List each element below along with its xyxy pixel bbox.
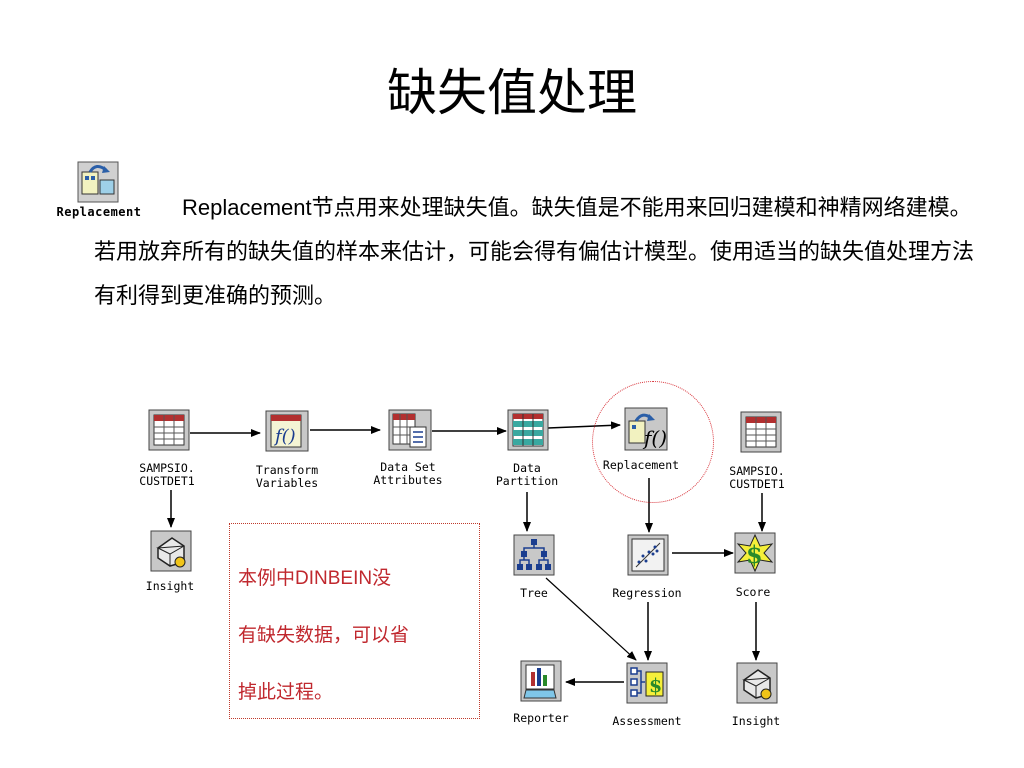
node-label-partition: Data Partition [495, 461, 559, 488]
node-score[interactable]: $ [734, 532, 776, 574]
node-label-score: Score [735, 585, 771, 599]
node-replacement[interactable]: f() [624, 407, 668, 451]
function-icon: f() [265, 410, 309, 452]
data-table-icon [148, 409, 190, 451]
node-label-tree: Tree [520, 586, 548, 600]
data-table-icon [740, 411, 782, 453]
annotation-note-box: 本例中DINBEIN没 有缺失数据，可以省 掉此过程。 [229, 523, 480, 719]
tree-icon [513, 534, 555, 576]
description-keyword: Replacement [182, 195, 312, 220]
edge-tree-assessment [545, 577, 637, 661]
node-label-reporter: Reporter [513, 711, 569, 725]
node-label-dsattr: Data Set Attributes [373, 460, 443, 487]
regression-icon [627, 534, 669, 576]
node-label-insight1: Insight [145, 579, 195, 593]
svg-text:$: $ [746, 540, 763, 569]
node-sampsio-custdet1-score[interactable] [740, 411, 782, 453]
svg-text:f(): f() [642, 426, 667, 450]
node-transform-variables[interactable]: f() [265, 410, 309, 452]
node-data-partition[interactable] [507, 409, 549, 451]
node-reporter[interactable] [520, 660, 562, 702]
node-label-regression: Regression [612, 586, 682, 600]
assessment-icon: $ [626, 662, 668, 704]
node-label-transform: Transform Variables [255, 463, 319, 490]
node-assessment[interactable]: $ [626, 662, 668, 704]
node-label-replacement: Replacement [602, 458, 680, 472]
node-insight-left[interactable] [150, 530, 192, 572]
svg-text:$: $ [649, 675, 662, 697]
node-data-set-attributes[interactable] [388, 409, 432, 451]
data-attributes-icon [388, 409, 432, 451]
data-partition-icon [507, 409, 549, 451]
description-text: 节点用来处理缺失值。缺失值是不能用来回归建模和神精网络建模。若用放弃所有的缺失值… [94, 196, 975, 309]
node-sampsio-custdet1-source[interactable] [148, 409, 190, 451]
dollar-icon: $ [734, 532, 776, 574]
insight-icon [736, 662, 778, 704]
node-label-sampsio2: SAMPSIO. CUSTDET1 [729, 464, 785, 491]
node-label-assessment: Assessment [612, 714, 682, 728]
annotation-note-text: 本例中DINBEIN没 有缺失数据，可以省 掉此过程。 [238, 567, 410, 703]
replacement-highlight-circle [592, 381, 714, 503]
node-label-insight2: Insight [731, 714, 781, 728]
insight-icon [150, 530, 192, 572]
slide-title: 缺失值处理 [387, 64, 637, 122]
svg-text:f(): f() [273, 426, 296, 447]
node-insight-right[interactable] [736, 662, 778, 704]
reporter-icon [520, 660, 562, 702]
node-label-sampsio1: SAMPSIO. CUSTDET1 [139, 461, 195, 488]
node-tree[interactable] [513, 534, 555, 576]
description-paragraph: Replacement节点用来处理缺失值。缺失值是不能用来回归建模和神精网络建模… [94, 186, 984, 319]
replacement-icon [76, 160, 120, 204]
node-regression[interactable] [627, 534, 669, 576]
replacement-icon-label: Replacement [56, 205, 142, 219]
replacement-node-icon: f() [624, 407, 668, 451]
